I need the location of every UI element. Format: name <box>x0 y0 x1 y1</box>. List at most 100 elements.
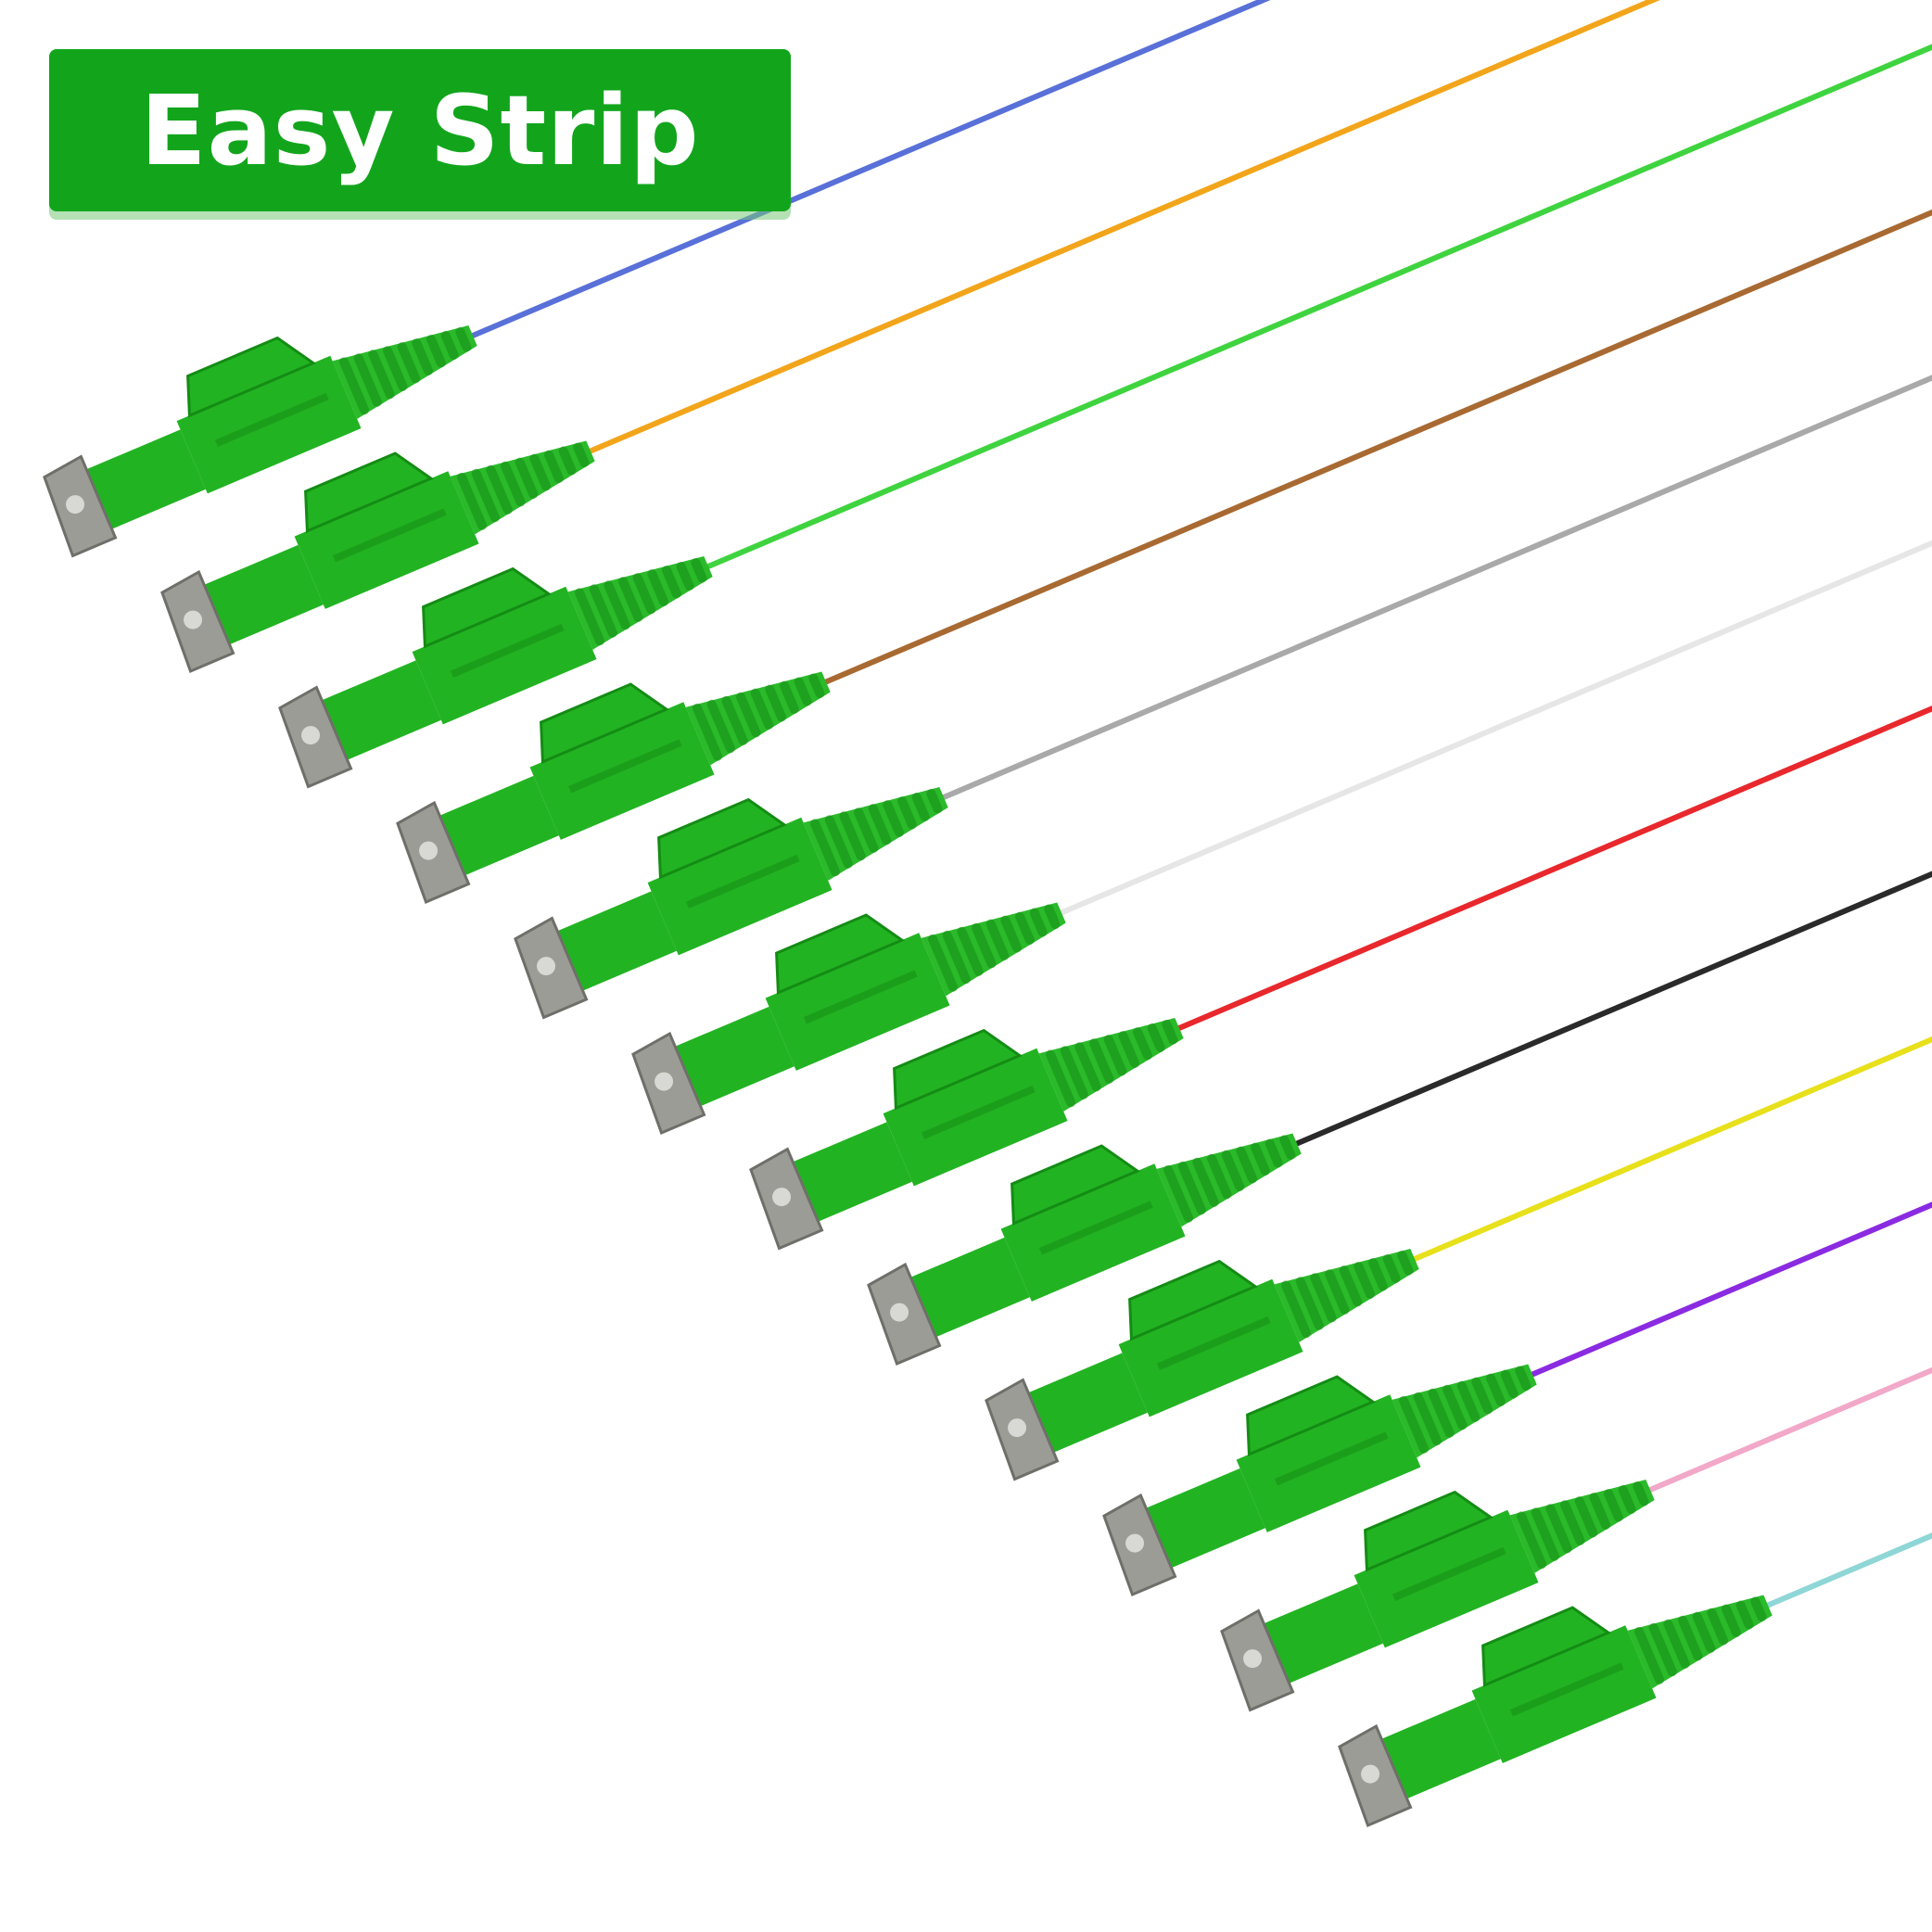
housing-seam <box>332 508 447 563</box>
boot-rib <box>1118 1031 1140 1068</box>
connector-latch <box>1364 1490 1493 1572</box>
boot-rib <box>1089 1038 1114 1084</box>
boot-rib <box>604 580 630 630</box>
boot-rib <box>1545 1504 1572 1554</box>
boot-rib <box>824 815 853 869</box>
boot-rib <box>1044 904 1061 930</box>
connector-latch <box>422 566 552 649</box>
boot-rib <box>1707 1608 1729 1646</box>
boot-rib <box>647 569 669 606</box>
boot-rib <box>1368 1258 1388 1291</box>
connector-front-body <box>793 1122 912 1222</box>
connector-boot <box>450 440 595 535</box>
boot-rib <box>750 688 774 730</box>
boot-rib <box>486 464 513 515</box>
shutter-pin <box>1125 1533 1145 1553</box>
housing-seam <box>921 1085 1036 1139</box>
boot-rib <box>736 692 761 738</box>
easy-strip-badge: Easy Strip <box>49 49 791 211</box>
connector-latch <box>540 682 669 764</box>
fiber-layer <box>470 0 1932 1608</box>
boot-rib <box>676 562 694 591</box>
boot-rib <box>515 457 539 499</box>
connector-front-body <box>1381 1698 1501 1799</box>
boot-rib <box>808 673 825 699</box>
boot-rib <box>1618 1485 1636 1515</box>
boot-rib <box>1574 1496 1598 1538</box>
boot-rib <box>455 327 472 352</box>
boot-rib <box>1221 1150 1245 1191</box>
lc-connector-9 <box>985 1248 1419 1481</box>
connector-front-body <box>204 544 324 645</box>
boot-rib <box>911 793 930 822</box>
boot-rib <box>1722 1604 1741 1638</box>
boot-rib <box>1500 1369 1519 1399</box>
fiber-1 <box>470 0 1271 338</box>
boot-rib <box>1029 908 1048 937</box>
boot-rib <box>972 922 997 969</box>
boot-rib <box>1251 1142 1270 1176</box>
boot-rib <box>942 930 971 985</box>
boot-rib <box>1207 1153 1232 1200</box>
shutter-pin <box>1243 1649 1263 1669</box>
boot-rib <box>765 684 787 722</box>
connector-layer <box>43 324 1773 1827</box>
boot-rib <box>1295 1277 1324 1330</box>
boot-rib <box>957 926 984 976</box>
boot-rib <box>575 588 605 646</box>
boot-rib <box>1354 1262 1376 1299</box>
shutter-pin <box>772 1188 792 1207</box>
badge-label: Easy Strip <box>140 73 700 187</box>
lc-connector-3 <box>278 555 713 789</box>
connector-latch <box>1246 1375 1376 1456</box>
boot-rib <box>339 357 370 415</box>
boot-rib <box>1750 1596 1767 1622</box>
housing-seam <box>1038 1201 1153 1255</box>
connector-latch <box>657 797 787 880</box>
boot-rib <box>632 573 656 615</box>
fiber-6 <box>1059 540 1932 916</box>
housing-seam <box>214 392 329 447</box>
boot-rib <box>1162 1020 1178 1045</box>
boot-rib <box>928 934 959 992</box>
boot-rib <box>926 789 943 814</box>
fiber-9 <box>1412 1036 1932 1262</box>
boot-rib <box>693 703 723 761</box>
shutter-pin <box>1361 1764 1380 1784</box>
shutter-pin <box>301 726 321 745</box>
lc-connector-1 <box>43 324 477 558</box>
housing-seam <box>685 854 800 909</box>
connector-front-body <box>439 775 559 876</box>
connector-front-body <box>86 429 206 529</box>
boot-rib <box>780 680 799 715</box>
lc-connector-8 <box>867 1133 1302 1366</box>
housing-seam <box>1156 1316 1271 1370</box>
boot-rib <box>1060 1046 1088 1099</box>
connector-latch <box>893 1028 1023 1111</box>
shutter-pin <box>537 957 556 976</box>
boot-rib <box>1531 1507 1559 1561</box>
connector-front-body <box>1028 1353 1148 1453</box>
boot-rib <box>1279 1135 1296 1161</box>
fiber-8 <box>1294 871 1932 1147</box>
lc-connector-4 <box>396 671 831 904</box>
boot-rib <box>1735 1600 1754 1630</box>
boot-rib <box>1399 1395 1430 1454</box>
lc-connector-11 <box>1220 1479 1655 1712</box>
boot-rib <box>368 350 395 400</box>
housing-seam <box>1274 1431 1389 1486</box>
boot-rib <box>1560 1500 1585 1545</box>
connector-boot <box>1274 1248 1419 1342</box>
boot-rib <box>883 800 905 837</box>
connector-boot <box>567 555 713 650</box>
boot-rib <box>897 796 917 830</box>
boot-rib <box>529 453 552 491</box>
boot-rib <box>544 450 564 484</box>
shutter-pin <box>890 1303 909 1322</box>
boot-rib <box>1103 1035 1127 1076</box>
connector-latch <box>1128 1259 1258 1341</box>
connector-front-body <box>322 660 441 760</box>
connector-front-body <box>557 891 677 991</box>
boot-rib <box>558 446 577 476</box>
